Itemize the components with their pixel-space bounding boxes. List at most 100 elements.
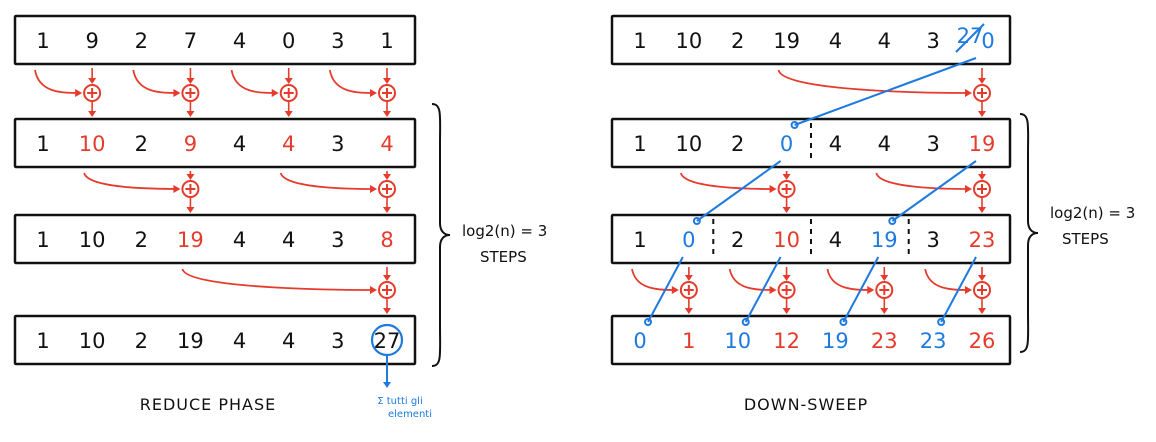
plus-node bbox=[378, 84, 396, 102]
arrow-head bbox=[383, 78, 391, 84]
array-cell: 3 bbox=[331, 228, 344, 252]
sum-note-line2: elementi bbox=[388, 409, 432, 420]
array-cell: 3 bbox=[331, 29, 344, 53]
array-cell: 23 bbox=[920, 329, 947, 353]
plus-node bbox=[777, 281, 796, 299]
arrow-head bbox=[978, 174, 986, 180]
array-cell: 23 bbox=[871, 329, 898, 353]
swap-arrow-tip bbox=[839, 318, 848, 326]
swap-arrow bbox=[940, 256, 977, 323]
arrow-head bbox=[782, 275, 791, 281]
array-cell: 2 bbox=[135, 329, 148, 353]
downsweep-combine bbox=[924, 256, 991, 326]
plus-circle bbox=[181, 180, 200, 198]
array-box bbox=[13, 314, 417, 366]
array-box bbox=[13, 213, 417, 265]
array-box bbox=[610, 14, 1012, 66]
downsweep-combine bbox=[631, 256, 698, 326]
plus-circle bbox=[973, 84, 991, 102]
reduce-combine bbox=[230, 68, 298, 117]
reduce-phase-caption: REDUCE PHASE bbox=[140, 395, 277, 414]
array-cell: 10 bbox=[79, 132, 106, 156]
arrow-head bbox=[383, 308, 391, 314]
downsweep-combine bbox=[777, 57, 991, 129]
arrow-head bbox=[370, 89, 377, 97]
array-cell: 0 bbox=[282, 29, 295, 53]
array-cell: 19 bbox=[773, 29, 800, 53]
swap-arrow-tip bbox=[790, 121, 799, 129]
arrow-head bbox=[383, 207, 391, 213]
down-sweep-caption: DOWN-SWEEP bbox=[744, 395, 868, 414]
plus-circle bbox=[181, 84, 200, 102]
add-arrow bbox=[875, 172, 971, 190]
array-cell: 0 bbox=[780, 132, 793, 156]
reduce-steps-formula: log2(n) = 3 bbox=[462, 222, 547, 240]
plus-node bbox=[875, 281, 894, 299]
arrow-head bbox=[880, 308, 889, 314]
array-cell: 10 bbox=[675, 29, 702, 53]
downsweep-combine bbox=[679, 160, 796, 225]
total-sum-circle bbox=[370, 323, 404, 357]
array-cell: 2 bbox=[731, 132, 744, 156]
array-cell: 19 bbox=[177, 228, 204, 252]
arrow-head bbox=[284, 111, 293, 117]
array-cell: 19 bbox=[177, 329, 204, 353]
swap-arrow-tip bbox=[888, 217, 897, 225]
array-cell: 4 bbox=[380, 132, 393, 156]
array-cell: 4 bbox=[829, 132, 842, 156]
swap-arrow bbox=[647, 256, 684, 323]
plus-circle bbox=[973, 180, 991, 198]
array-box bbox=[13, 117, 417, 169]
swap-arrow-tip bbox=[692, 217, 701, 225]
array-cell: 9 bbox=[184, 132, 197, 156]
arrow-head bbox=[383, 275, 391, 281]
array-cell: 27 bbox=[374, 329, 401, 353]
array-cell: 2 bbox=[731, 228, 744, 252]
arrow-head bbox=[173, 89, 181, 97]
arrow-head bbox=[383, 382, 391, 388]
plus-circle bbox=[378, 281, 396, 299]
arrow-head bbox=[383, 174, 391, 180]
reduce-combine bbox=[34, 68, 102, 117]
arrow-head bbox=[271, 89, 279, 97]
array-cell: 1 bbox=[36, 228, 49, 252]
array-cell: 0 bbox=[633, 329, 646, 353]
arrow-head bbox=[782, 207, 791, 213]
array-cell: 0 bbox=[682, 228, 695, 252]
arrow-head bbox=[769, 185, 777, 193]
add-arrow bbox=[83, 172, 179, 190]
array-cell: 3 bbox=[331, 329, 344, 353]
arrow-head bbox=[284, 78, 293, 84]
arrow-head bbox=[671, 286, 679, 294]
array-cell: 10 bbox=[724, 329, 751, 353]
array-cell: 1 bbox=[380, 29, 393, 53]
array-cell: 10 bbox=[773, 228, 800, 252]
plus-node bbox=[973, 281, 991, 299]
array-cell: 1 bbox=[682, 329, 695, 353]
array-cell: 3 bbox=[926, 228, 939, 252]
array-cell: 1 bbox=[36, 329, 49, 353]
array-cell: 2 bbox=[135, 132, 148, 156]
plus-node bbox=[378, 281, 396, 299]
add-arrow bbox=[777, 69, 971, 94]
array-cell: 2 bbox=[135, 29, 148, 53]
plus-circle bbox=[378, 84, 396, 102]
arrow-head bbox=[88, 78, 97, 84]
downsweep-steps-brace bbox=[1019, 113, 1039, 353]
array-cell: 3 bbox=[926, 132, 939, 156]
downsweep-combine bbox=[875, 160, 991, 225]
array-cell: 3 bbox=[926, 29, 939, 53]
arrow-head bbox=[186, 207, 195, 213]
array-cell: 4 bbox=[282, 329, 295, 353]
array-cell: 4 bbox=[878, 29, 891, 53]
arrow-head bbox=[684, 308, 693, 314]
add-arrow bbox=[132, 69, 179, 94]
array-cell: 1 bbox=[633, 132, 646, 156]
arrow-head bbox=[978, 207, 986, 213]
add-arrow bbox=[279, 172, 376, 190]
